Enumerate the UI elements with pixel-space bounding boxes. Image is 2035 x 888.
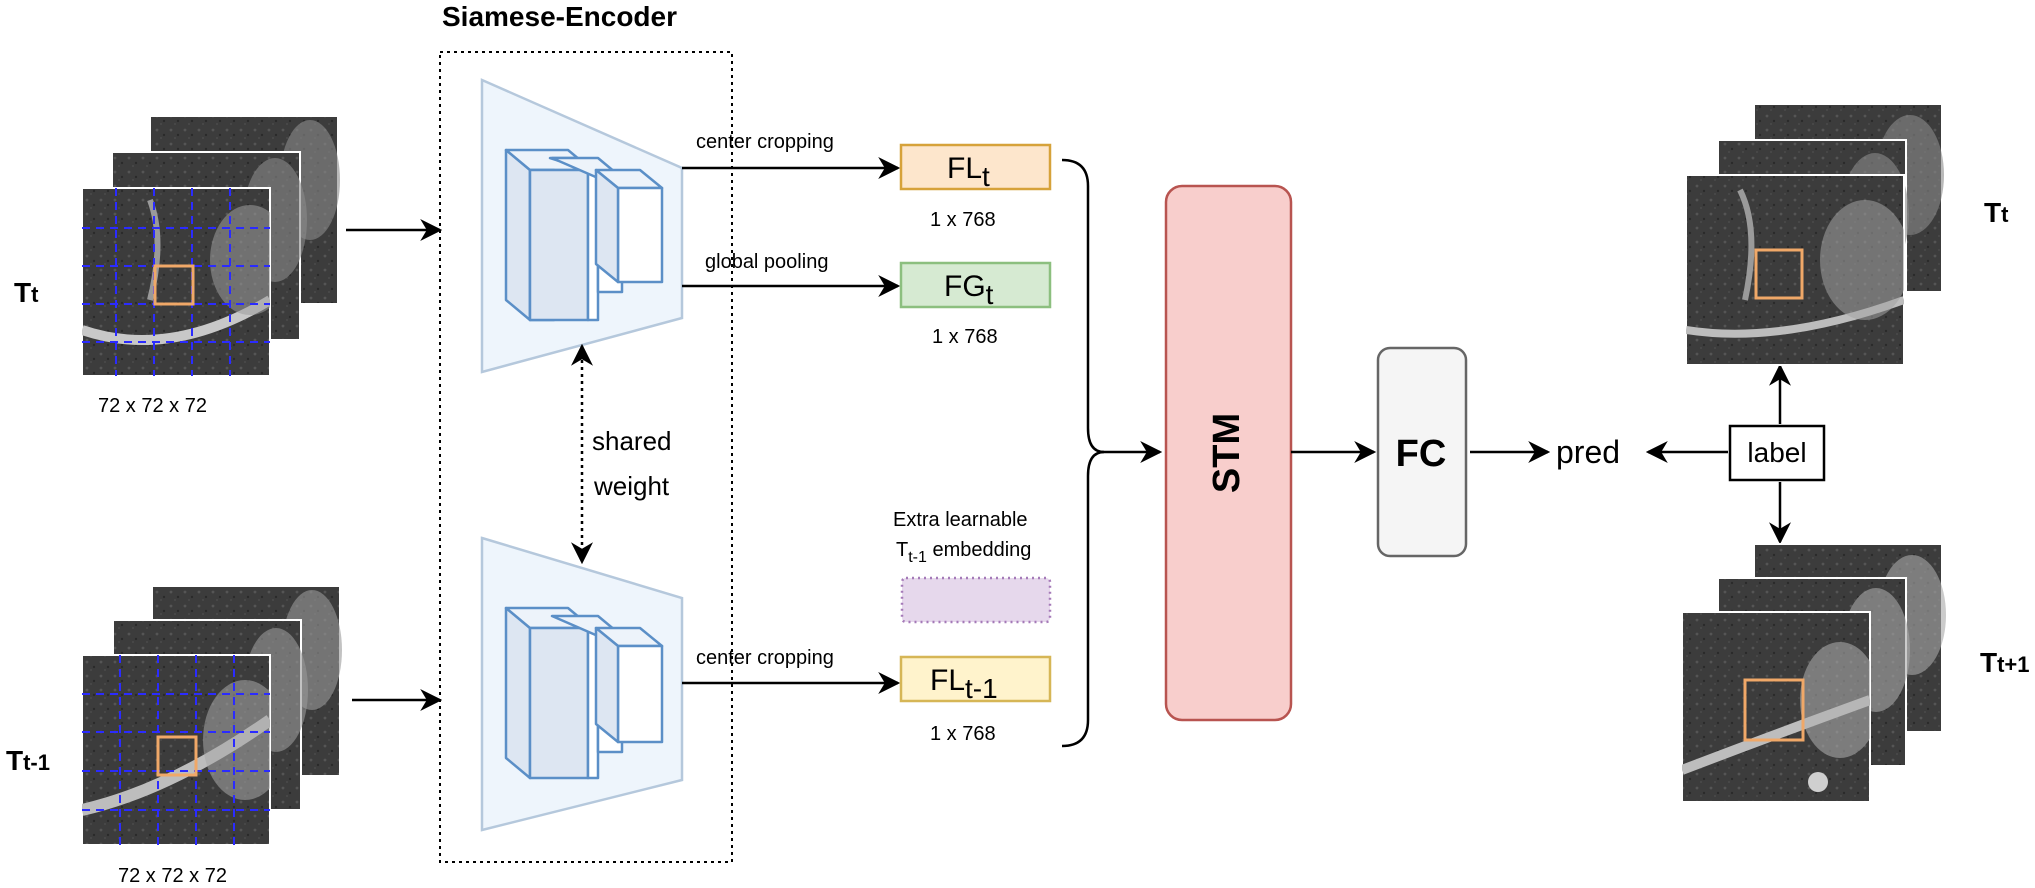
output-label-t: Tt xyxy=(1984,197,2009,228)
feature-fg-t-dims: 1 x 768 xyxy=(932,326,998,348)
input-label-t: Tt xyxy=(14,277,39,308)
roi-box xyxy=(1743,678,1805,742)
output-label-t-1: Tt+1 xyxy=(1980,647,2030,678)
patch-grid xyxy=(82,655,270,845)
feature-fl-t-1 xyxy=(899,655,1052,703)
roi-box xyxy=(1754,248,1804,300)
pred-label: pred xyxy=(1556,434,1620,470)
encoder-frame xyxy=(439,51,733,863)
roi-box xyxy=(153,264,195,306)
encoder-bottom xyxy=(480,536,684,832)
feature-fg-t-label: FGt xyxy=(944,270,994,310)
feature-fl-t-1-label: FLt-1 xyxy=(930,664,998,704)
input-ct-stack-t xyxy=(81,115,340,377)
shared-weight-line2: weight xyxy=(593,471,670,501)
input-ct-stack-t-1 xyxy=(81,585,342,846)
feature-fl-t xyxy=(899,143,1052,191)
label-box xyxy=(1728,424,1826,482)
label-box-text: label xyxy=(1747,437,1806,468)
encoder-top xyxy=(480,78,684,374)
encoder-title: Siamese-Encoder xyxy=(442,1,677,32)
shared-weight-line1: shared xyxy=(592,426,672,456)
input-label-t-1: Tt-1 xyxy=(6,745,50,776)
output-ct-stack-t-1 xyxy=(1681,543,1946,803)
output-ct-stack-t xyxy=(1685,103,1944,366)
input-dims-t-1: 72 x 72 x 72 xyxy=(118,865,227,887)
stm-label: STM xyxy=(1206,413,1248,493)
patch-grid xyxy=(82,188,270,376)
label-center-cropping-bottom: center cropping xyxy=(696,647,834,669)
feature-fl-t-label: FLt xyxy=(947,152,990,192)
fc-label: FC xyxy=(1396,433,1447,475)
fc-block xyxy=(1376,346,1468,558)
roi-box xyxy=(156,735,198,777)
feature-fg-t xyxy=(899,261,1052,309)
merge-brace xyxy=(1061,158,1105,748)
label-global-pooling: global pooling xyxy=(705,251,828,273)
feature-fl-t-dims: 1 x 768 xyxy=(930,209,996,231)
extra-embedding-line2: Tt-1 embedding xyxy=(896,539,1031,566)
label-center-cropping-top: center cropping xyxy=(696,131,834,153)
input-dims-t: 72 x 72 x 72 xyxy=(98,395,207,417)
extra-embedding-line1: Extra learnable xyxy=(893,509,1028,531)
feature-fl-t-1-dims: 1 x 768 xyxy=(930,723,996,745)
extra-embedding-box xyxy=(900,576,1052,624)
